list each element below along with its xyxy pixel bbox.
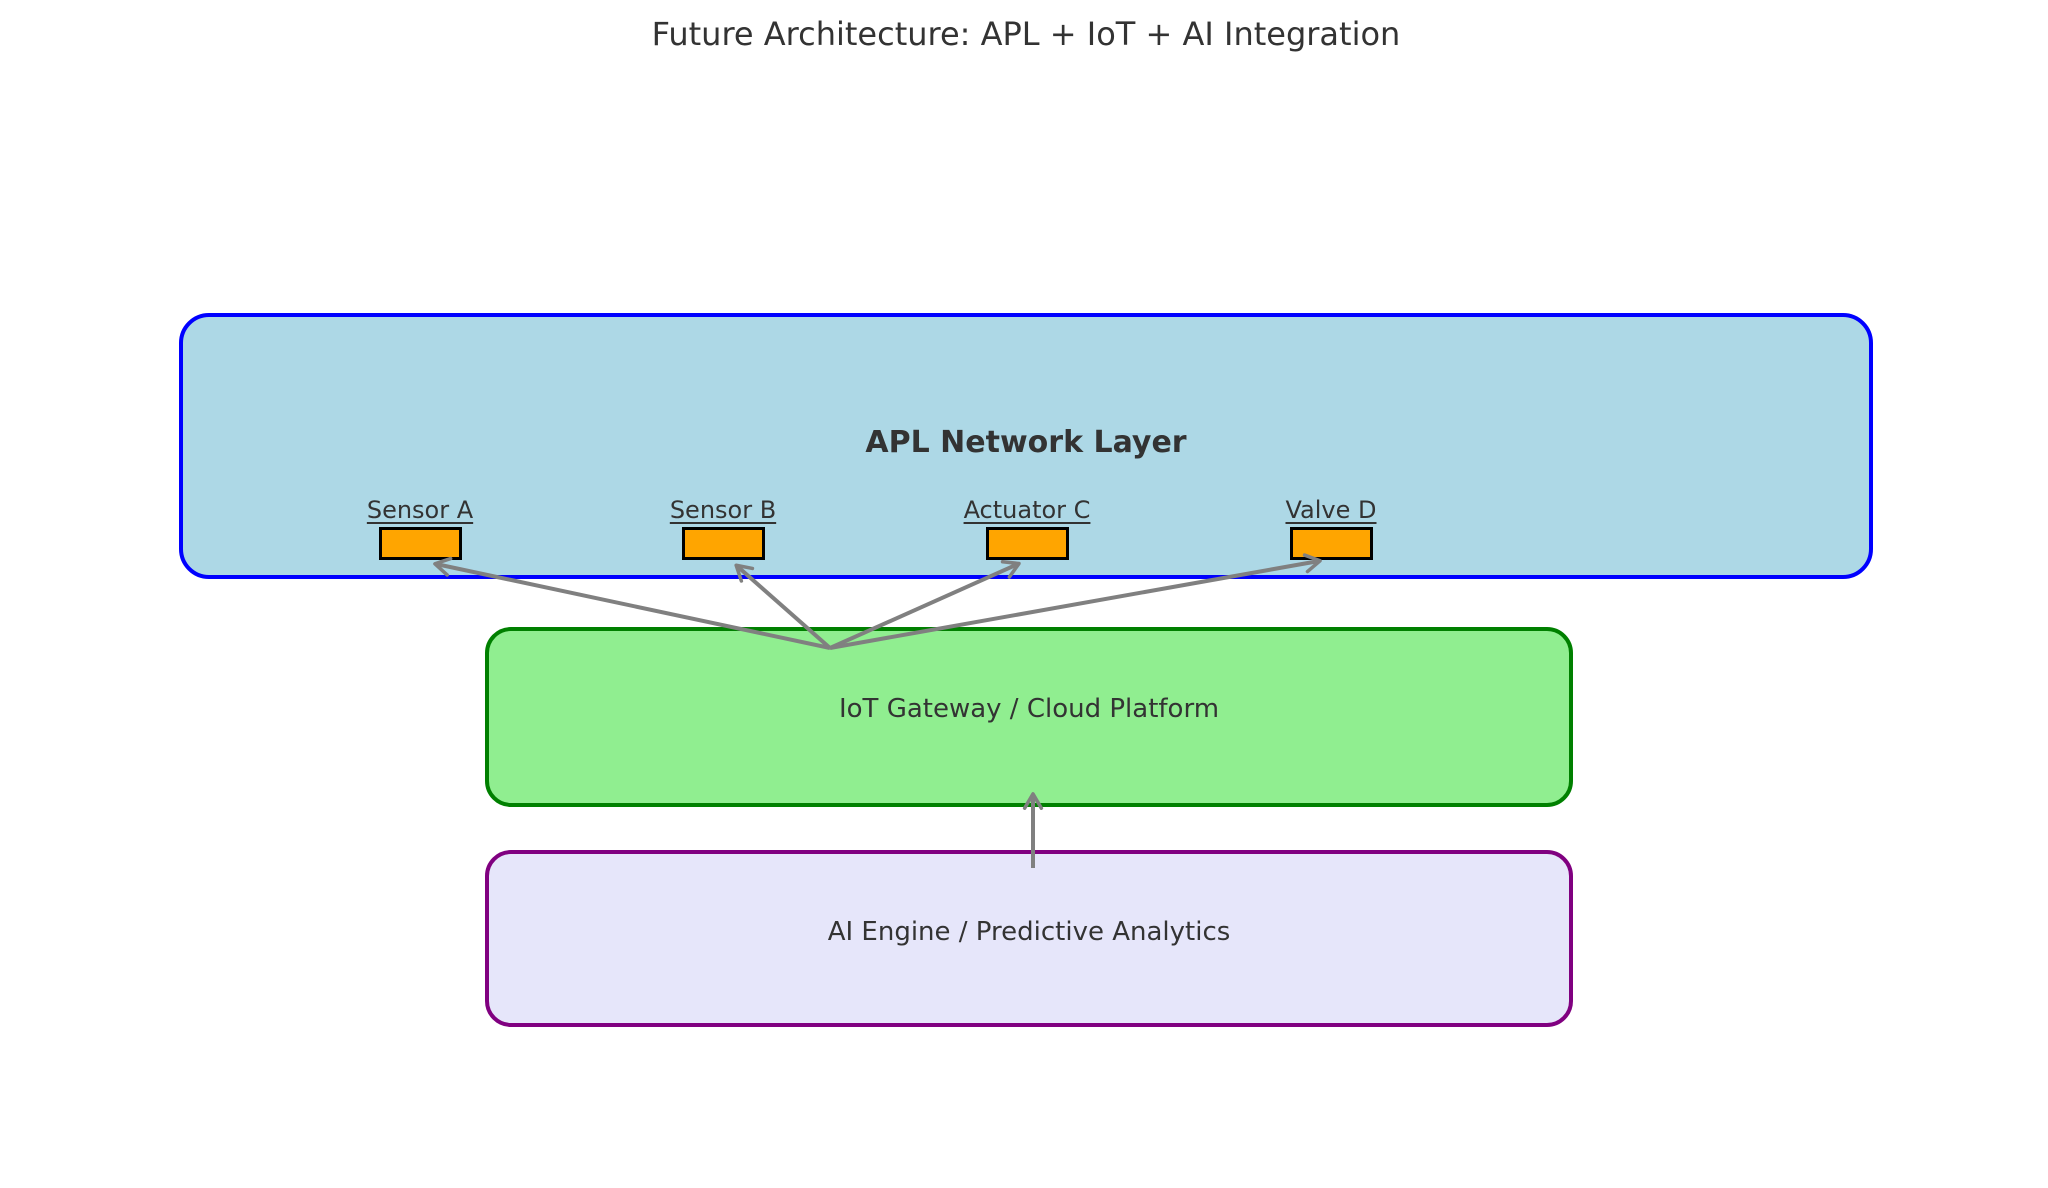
ai-engine-box: AI Engine / Predictive Analytics	[485, 850, 1573, 1027]
diagram-title: Future Architecture: APL + IoT + AI Inte…	[651, 15, 1401, 53]
device-sensor-b-label: Sensor B	[669, 496, 777, 524]
device-valve-d-node	[1289, 527, 1373, 560]
device-sensor-b-node	[681, 527, 765, 560]
iot-gateway-box: IoT Gateway / Cloud Platform	[485, 627, 1573, 807]
device-valve-d: Valve D	[1236, 496, 1426, 560]
device-actuator-c-label: Actuator C	[963, 496, 1091, 524]
device-sensor-a-node	[378, 527, 462, 560]
device-valve-d-label: Valve D	[1285, 496, 1377, 524]
device-sensor-a-label: Sensor A	[366, 496, 474, 524]
ai-engine-label: AI Engine / Predictive Analytics	[827, 917, 1231, 947]
device-actuator-c: Actuator C	[932, 496, 1122, 560]
apl-network-layer-label: APL Network Layer	[865, 425, 1187, 460]
device-sensor-b: Sensor B	[628, 496, 818, 560]
iot-gateway-label: IoT Gateway / Cloud Platform	[838, 694, 1220, 724]
device-sensor-a: Sensor A	[325, 496, 515, 560]
device-actuator-c-node	[985, 527, 1069, 560]
